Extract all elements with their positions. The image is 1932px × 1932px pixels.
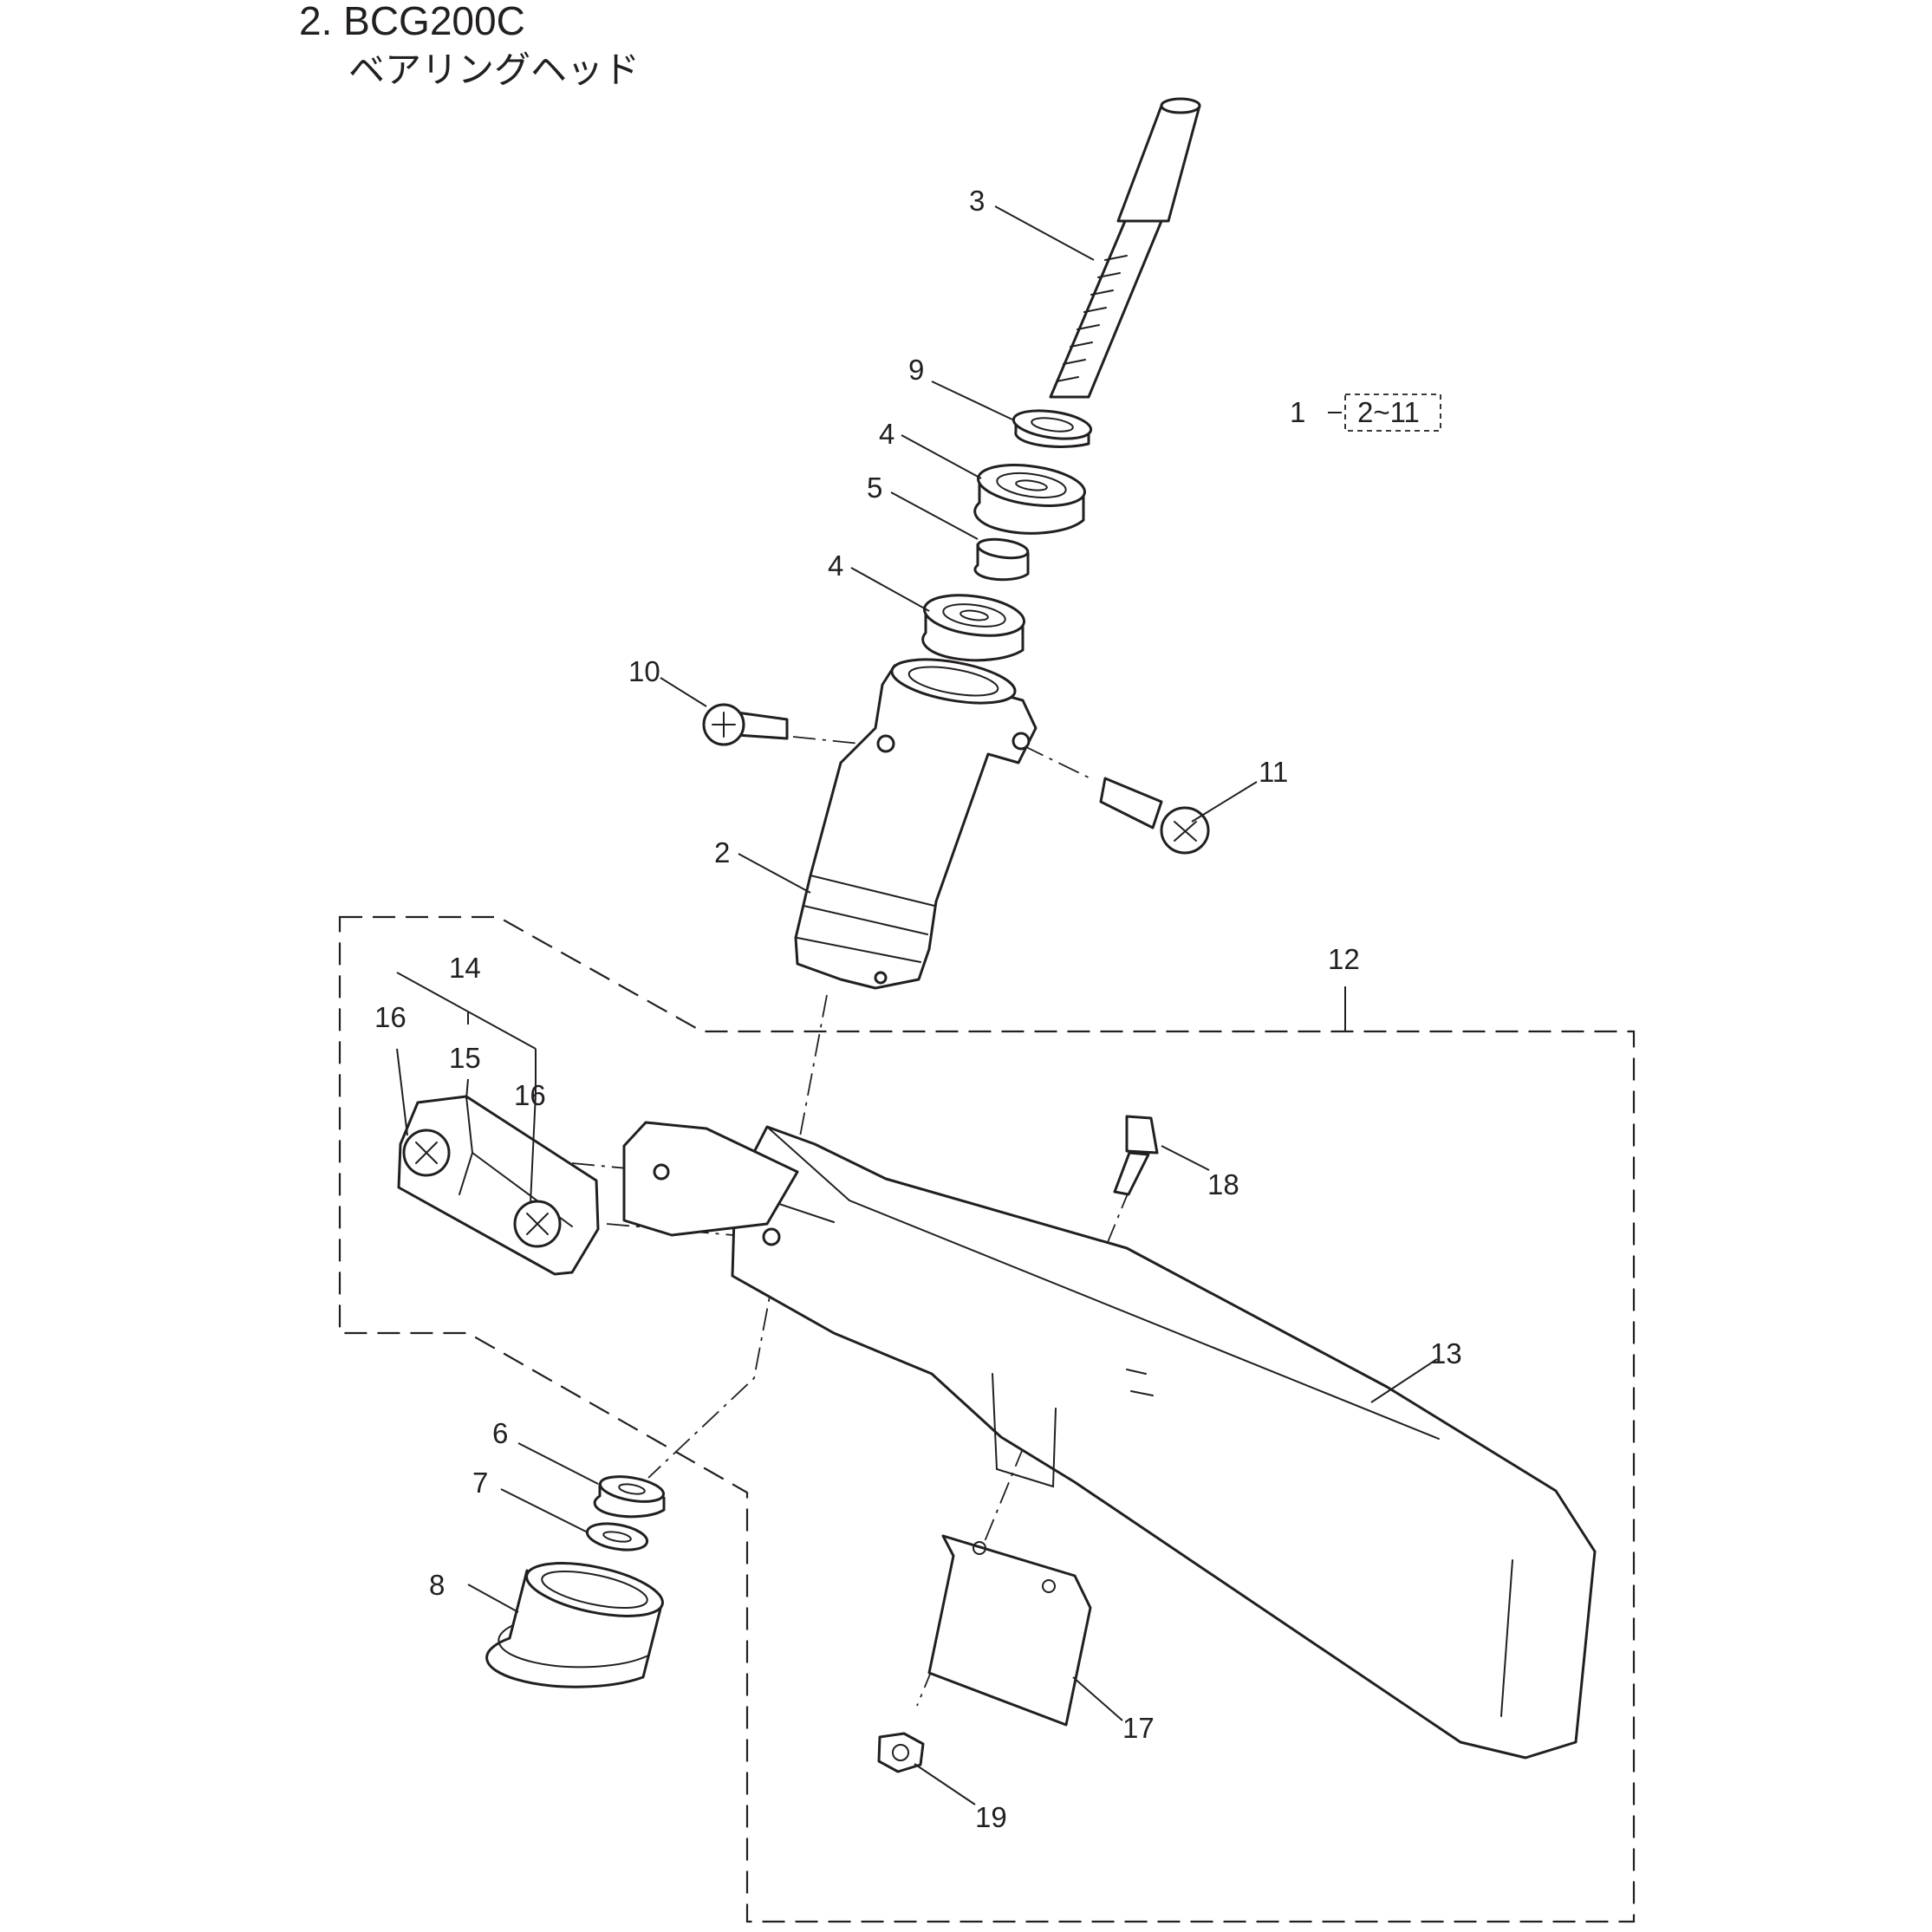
axis-bolt-11 bbox=[1022, 745, 1095, 781]
callout-11: 11 bbox=[1259, 756, 1288, 788]
leader-3 bbox=[994, 205, 1095, 261]
leader-13 bbox=[1370, 1358, 1438, 1403]
bearing-part-4-lower bbox=[921, 594, 1026, 662]
leader-17 bbox=[1072, 1676, 1123, 1721]
leader-14 bbox=[396, 972, 537, 1050]
washer-part-6 bbox=[593, 1475, 666, 1519]
callout-12: 12 bbox=[1328, 943, 1360, 975]
callout-13: 13 bbox=[1430, 1337, 1462, 1369]
callout-17: 17 bbox=[1122, 1712, 1155, 1744]
leader-19 bbox=[914, 1763, 976, 1805]
bolt-part-11 bbox=[1099, 777, 1210, 855]
diagram-subtitle: ベアリングヘッド bbox=[348, 49, 640, 90]
bracket-part-15 bbox=[397, 1095, 600, 1276]
center-axis-shaft bbox=[647, 994, 828, 1479]
nut-part-19 bbox=[877, 1732, 925, 1773]
callout-18: 18 bbox=[1207, 1168, 1239, 1200]
group-12-outline bbox=[338, 915, 1636, 1923]
leader-5 bbox=[890, 491, 979, 540]
leader-18 bbox=[1161, 1145, 1210, 1171]
housing-part-2 bbox=[794, 658, 1038, 990]
leader-4b bbox=[850, 567, 930, 612]
plate-part-17 bbox=[927, 1534, 1092, 1727]
leader-15 bbox=[465, 1078, 469, 1100]
bolt-part-18 bbox=[1113, 1115, 1159, 1196]
leader-16b bbox=[530, 1049, 537, 1204]
callout-9: 9 bbox=[908, 354, 924, 386]
diagram-title: 2. BCG200C bbox=[299, 0, 525, 43]
shaft-part-3 bbox=[1049, 97, 1201, 399]
callout-19: 19 bbox=[975, 1801, 1007, 1833]
cap-part-8 bbox=[485, 1562, 664, 1688]
callout-6: 6 bbox=[492, 1417, 508, 1449]
bolt-part-10 bbox=[702, 703, 789, 746]
callout-15: 15 bbox=[449, 1042, 481, 1074]
callout-4-lower: 4 bbox=[828, 550, 843, 582]
leader-9 bbox=[931, 381, 1013, 420]
leader-6 bbox=[517, 1442, 599, 1485]
assembly-range-indicator: 1 2~11 bbox=[1290, 394, 1441, 432]
callout-7: 7 bbox=[472, 1467, 488, 1499]
callout-5: 5 bbox=[867, 472, 882, 504]
leader-10 bbox=[660, 677, 707, 707]
callout-14: 14 bbox=[449, 952, 481, 984]
spacer-part-5 bbox=[973, 537, 1030, 582]
callout-4-upper: 4 bbox=[879, 418, 894, 450]
callout-1: 1 bbox=[1290, 396, 1305, 428]
leader-8 bbox=[467, 1584, 519, 1613]
washer-part-9 bbox=[1012, 409, 1093, 448]
callout-2: 2 bbox=[714, 836, 730, 868]
callout-16-right: 16 bbox=[514, 1079, 546, 1111]
bolt-part-16-right bbox=[513, 1200, 562, 1248]
arm-part-13 bbox=[622, 1121, 1597, 1760]
assembly-range: 2~11 bbox=[1357, 396, 1420, 428]
callout-3: 3 bbox=[969, 185, 985, 217]
bearing-part-4-upper bbox=[973, 464, 1086, 535]
snap-ring-part-7 bbox=[585, 1522, 649, 1551]
callout-16-left: 16 bbox=[374, 1001, 407, 1033]
callout-10: 10 bbox=[628, 655, 660, 687]
leader-4a bbox=[901, 434, 982, 479]
bolt-part-16-left bbox=[402, 1129, 451, 1177]
callout-8: 8 bbox=[429, 1569, 445, 1601]
leader-7 bbox=[500, 1488, 589, 1533]
leader-11 bbox=[1191, 781, 1258, 823]
leader-16a bbox=[396, 1048, 408, 1136]
leader-2 bbox=[738, 853, 811, 894]
